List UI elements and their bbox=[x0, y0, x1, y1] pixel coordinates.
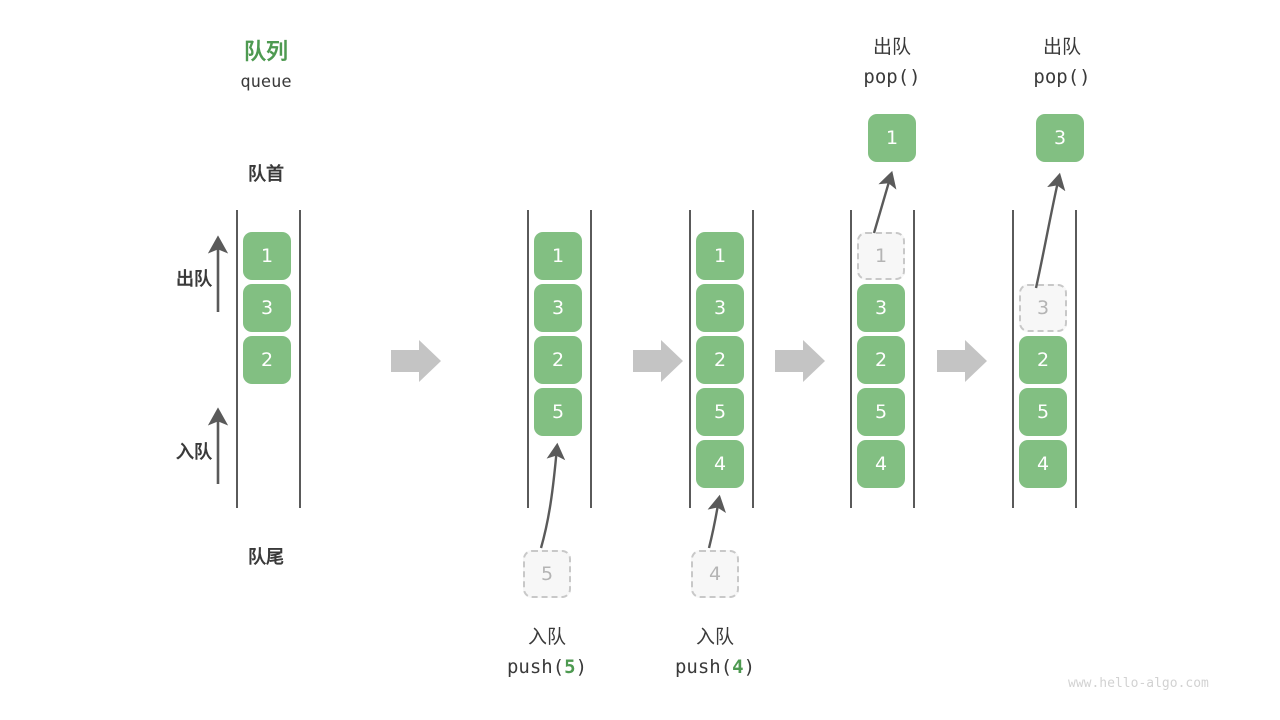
queue-cell: 5 bbox=[857, 388, 905, 436]
rail-left bbox=[236, 210, 238, 508]
queue-cell: 5 bbox=[696, 388, 744, 436]
rail-right bbox=[1075, 210, 1077, 508]
step-caption-code: push(5) bbox=[467, 656, 627, 678]
diagram-title-en: queue bbox=[240, 72, 292, 92]
step-caption-cn: 入队 bbox=[527, 626, 566, 648]
queue-cell: 2 bbox=[696, 336, 744, 384]
rail-right bbox=[913, 210, 915, 508]
pop-arrow bbox=[1034, 172, 1066, 289]
queue-cell: 1 bbox=[243, 232, 291, 280]
transition-arrow bbox=[775, 340, 825, 382]
rail-left bbox=[527, 210, 529, 508]
transition-arrow bbox=[937, 340, 987, 382]
pop-arrow bbox=[872, 170, 897, 234]
front-label: 队首 bbox=[248, 164, 284, 185]
queue-cell: 3 bbox=[243, 284, 291, 332]
queue-cell: 2 bbox=[243, 336, 291, 384]
queue-cell: 1 bbox=[534, 232, 582, 280]
code-arg: 5 bbox=[564, 656, 576, 678]
code-post: ) bbox=[909, 66, 921, 88]
step-caption-cn: 出队 bbox=[1042, 36, 1081, 58]
code-pre: push( bbox=[674, 656, 733, 678]
queue-cell: 5 bbox=[1019, 388, 1067, 436]
code-arg: 4 bbox=[732, 656, 744, 678]
outgoing-cell: 3 bbox=[1036, 114, 1084, 162]
rail-left bbox=[689, 210, 691, 508]
watermark: www.hello-algo.com bbox=[1068, 676, 1209, 691]
push-arrow bbox=[707, 494, 726, 549]
code-pre: pop( bbox=[1033, 66, 1080, 88]
incoming-cell: 5 bbox=[523, 550, 571, 598]
outgoing-cell: 1 bbox=[868, 114, 916, 162]
queue-cell: 3 bbox=[1019, 284, 1067, 332]
queue-cell: 2 bbox=[534, 336, 582, 384]
queue-cell: 1 bbox=[696, 232, 744, 280]
incoming-cell: 4 bbox=[691, 550, 739, 598]
code-post: ) bbox=[575, 656, 588, 678]
queue-cell: 1 bbox=[857, 232, 905, 280]
code-pre: pop( bbox=[863, 66, 910, 88]
step-caption-cn: 入队 bbox=[695, 626, 734, 648]
rail-left bbox=[850, 210, 852, 508]
queue-cell: 3 bbox=[857, 284, 905, 332]
step-caption-cn: 出队 bbox=[872, 36, 911, 58]
queue-cell: 3 bbox=[534, 284, 582, 332]
queue-cell: 2 bbox=[1019, 336, 1067, 384]
step-caption-code: push(4) bbox=[635, 656, 795, 678]
diagram-title-cn: 队列 bbox=[243, 40, 288, 65]
enqueue-side-label: 入队 bbox=[176, 442, 212, 463]
push-arrow bbox=[539, 442, 566, 549]
queue-cell: 4 bbox=[1019, 440, 1067, 488]
step-caption-code: pop() bbox=[812, 66, 972, 88]
queue-cell: 2 bbox=[857, 336, 905, 384]
dequeue-side-label: 出队 bbox=[176, 269, 212, 290]
transition-arrow bbox=[391, 340, 441, 382]
rail-right bbox=[299, 210, 301, 508]
queue-cell: 4 bbox=[696, 440, 744, 488]
code-pre: push( bbox=[506, 656, 565, 678]
step-caption-code: pop() bbox=[982, 66, 1142, 88]
rear-label: 队尾 bbox=[248, 547, 284, 568]
queue-cell: 3 bbox=[696, 284, 744, 332]
code-post: ) bbox=[743, 656, 756, 678]
rail-right bbox=[590, 210, 592, 508]
code-post: ) bbox=[1079, 66, 1091, 88]
queue-cell: 4 bbox=[857, 440, 905, 488]
rail-right bbox=[752, 210, 754, 508]
rail-left bbox=[1012, 210, 1014, 508]
queue-cell: 5 bbox=[534, 388, 582, 436]
transition-arrow bbox=[633, 340, 683, 382]
